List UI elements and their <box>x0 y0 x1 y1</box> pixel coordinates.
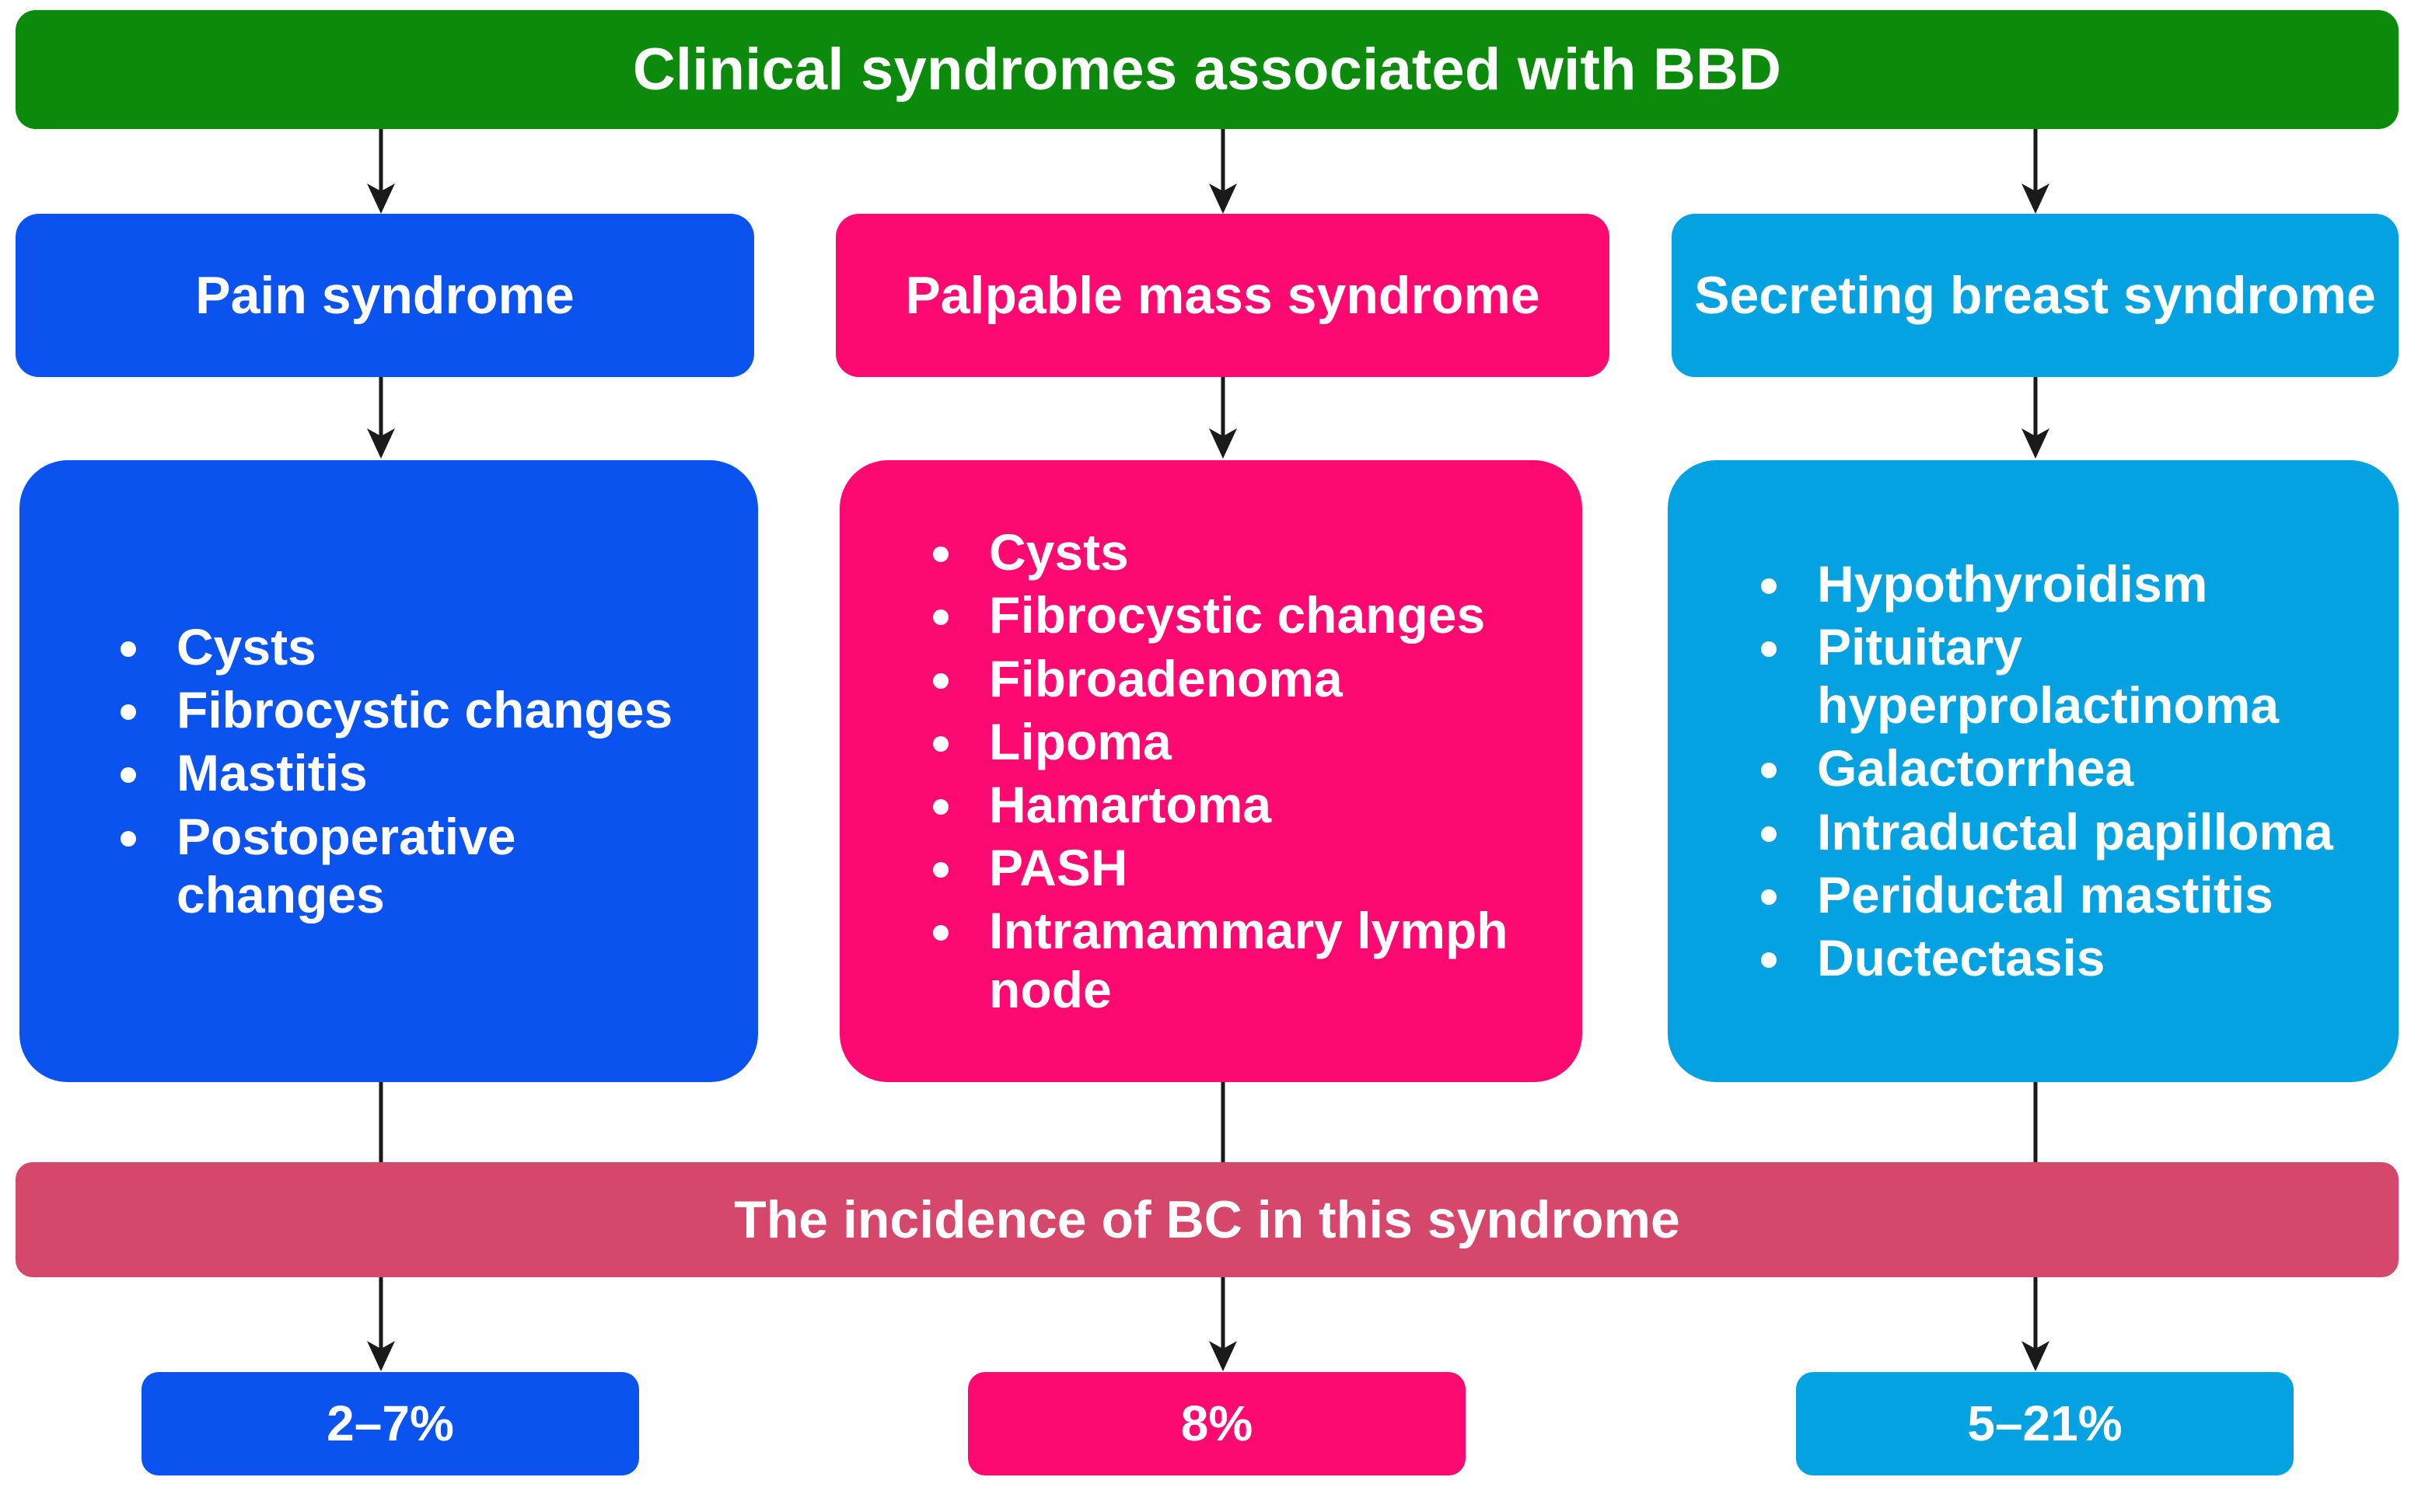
connector-secreting-to-incidence <box>2033 1082 2038 1165</box>
condition-label: Lipoma <box>989 712 1172 770</box>
bullet-icon <box>933 609 949 626</box>
arrow-secreting-to-list <box>2021 377 2049 459</box>
condition-label: Ductectasis <box>1817 929 2105 987</box>
condition-label: Mastitis <box>176 744 368 802</box>
diagram-header-bar: Clinical syndromes associated with BBD <box>16 10 2399 129</box>
arrow-incidence-to-secreting-pct <box>2021 1277 2049 1371</box>
bullet-icon <box>1761 889 1777 905</box>
incidence-bar-label: The incidence of BC in this syndrome <box>16 1162 2399 1277</box>
condition-label: Periductal mastitis <box>1817 865 2273 924</box>
connector-mass-to-incidence <box>1221 1082 1225 1165</box>
condition-label: Fibrocystic changes <box>176 681 673 739</box>
syndrome-title-palpable-mass: Palpable mass syndrome <box>836 214 1609 377</box>
list-item: Galactorrhea <box>1753 739 2383 798</box>
list-item: Fibrocystic changes <box>113 681 735 739</box>
list-item: Mastitis <box>113 744 735 802</box>
syndrome-title-secreting-breast: Secreting breast syndrome <box>1672 214 2399 377</box>
condition-label: Cysts <box>989 523 1129 581</box>
condition-list-pain: Cysts Fibrocystic changes Mastitis Posto… <box>19 460 758 1082</box>
condition-label: Hamartoma <box>989 776 1272 833</box>
bullet-icon <box>933 672 949 689</box>
bullet-icon <box>121 830 136 847</box>
arrow-incidence-to-pain-pct <box>367 1277 395 1371</box>
condition-label: Galactorrhea <box>1817 739 2134 798</box>
condition-list-secreting-breast: Hypothyroidism Pituitary hyperprolactino… <box>1668 460 2399 1082</box>
syndrome-title-pain: Pain syndrome <box>16 214 754 377</box>
list-item: Cysts <box>925 523 1559 581</box>
condition-label: Intramammary lymph node <box>989 902 1508 1018</box>
condition-label: Fibroadenoma <box>989 649 1343 707</box>
list-item: Lipoma <box>925 713 1559 771</box>
bullet-icon <box>1761 641 1777 657</box>
condition-label: PASH <box>989 839 1128 897</box>
incidence-value-secreting-breast: 5–21% <box>1796 1372 2294 1475</box>
bullet-icon <box>121 704 136 721</box>
bullet-icon <box>121 641 136 657</box>
bullet-icon <box>933 862 949 878</box>
bullet-icon <box>933 735 949 752</box>
list-item: Pituitary hyperprolactinoma <box>1753 618 2383 735</box>
condition-label: Postoperative changes <box>176 807 516 924</box>
list-item: PASH <box>925 839 1559 897</box>
list-item: Intraductal papilloma <box>1753 803 2383 861</box>
bullet-icon <box>121 767 136 784</box>
arrow-pain-to-list <box>367 377 395 459</box>
list-item: Postoperative changes <box>113 808 735 924</box>
bullet-icon <box>1761 578 1777 594</box>
incidence-value-pain: 2–7% <box>142 1372 639 1475</box>
bullet-icon <box>1761 826 1777 842</box>
list-item: Periductal mastitis <box>1753 866 2383 924</box>
arrow-header-to-pain <box>367 129 395 214</box>
arrow-mass-to-list <box>1209 377 1237 459</box>
condition-label: Pituitary hyperprolactinoma <box>1817 617 2280 735</box>
bullet-icon <box>933 925 949 941</box>
bullet-icon <box>1761 763 1777 779</box>
list-item: Fibroadenoma <box>925 650 1559 708</box>
connector-pain-to-incidence <box>379 1082 383 1165</box>
arrow-header-to-secreting <box>2021 129 2049 214</box>
condition-label: Fibrocystic changes <box>989 586 1486 644</box>
list-item: Cysts <box>113 618 735 676</box>
list-item: Intramammary lymph node <box>925 902 1559 1018</box>
bullet-icon <box>933 546 949 563</box>
arrow-header-to-mass <box>1209 129 1237 214</box>
condition-label: Hypothyroidism <box>1817 554 2208 613</box>
condition-list-palpable-mass: Cysts Fibrocystic changes Fibroadenoma L… <box>840 460 1582 1082</box>
list-item: Ductectasis <box>1753 929 2383 987</box>
condition-label: Cysts <box>176 617 316 676</box>
list-item: Hypothyroidism <box>1753 555 2383 613</box>
incidence-value-palpable-mass: 8% <box>968 1372 1466 1475</box>
list-item: Hamartoma <box>925 776 1559 834</box>
bullet-icon <box>1761 952 1777 969</box>
arrow-incidence-to-mass-pct <box>1209 1277 1237 1371</box>
condition-label: Intraductal papilloma <box>1817 802 2333 861</box>
list-item: Fibrocystic changes <box>925 586 1559 644</box>
bullet-icon <box>933 799 949 815</box>
